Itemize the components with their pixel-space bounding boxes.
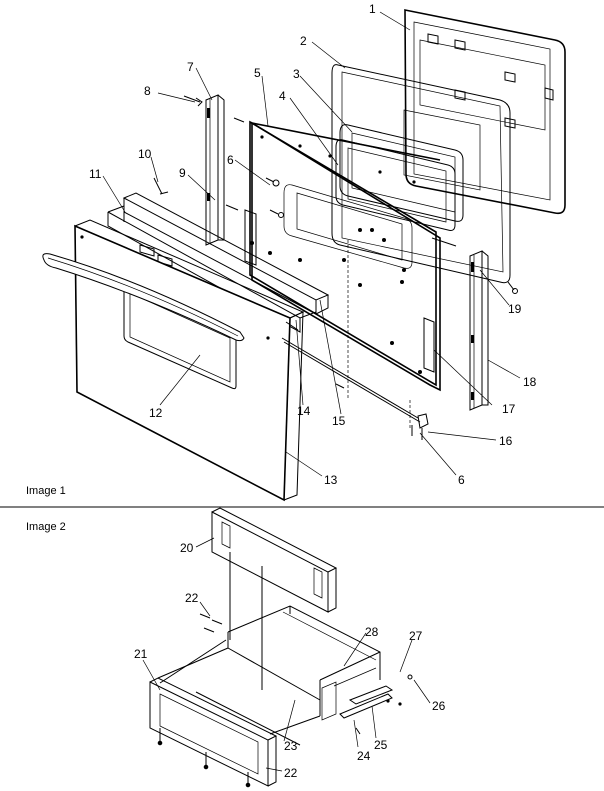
caption-image-1: Image 1: [26, 485, 66, 497]
image-1-door-assembly: 1 2 3 4 5 6 7 8 9 10 11 12 13 14 15 16 6…: [26, 2, 566, 502]
callout-7: 7: [187, 60, 194, 74]
callout-1: 1: [369, 2, 376, 16]
callout-5: 5: [254, 66, 261, 80]
callout-26: 26: [432, 699, 446, 713]
part-inner-door-liner: [403, 9, 566, 215]
callout-25: 25: [374, 738, 388, 752]
callouts-image1: 1 2 3 4 5 6 7 8 9 10 11 12 13 14 15 16 6…: [89, 2, 537, 487]
callout-16: 16: [499, 434, 513, 448]
callout-10: 10: [138, 147, 152, 161]
part-drawer-front: [149, 677, 278, 788]
callout-9: 9: [179, 166, 186, 180]
part-bottom-rod: [281, 337, 429, 429]
leader-lines-image2: [142, 537, 431, 772]
callout-17: 17: [502, 402, 516, 416]
callout-11: 11: [89, 167, 102, 181]
part-door-inner-panel: [244, 120, 441, 392]
callout-12: 12: [149, 406, 163, 420]
callout-22-bottom: 22: [284, 766, 298, 780]
callout-23: 23: [284, 739, 298, 753]
part-drawer-back-panel: [211, 507, 338, 613]
part-window-glass: [339, 124, 464, 222]
callout-24: 24: [357, 749, 371, 763]
callout-15: 15: [332, 414, 346, 428]
callout-2: 2: [300, 34, 307, 48]
part-door-gasket: [331, 64, 511, 284]
part-drawer-body: [157, 552, 381, 746]
screws-image2: [199, 613, 413, 735]
caption-image-2: Image 2: [26, 521, 66, 533]
callout-18: 18: [523, 375, 537, 389]
callout-19: 19: [508, 302, 522, 316]
callout-27: 27: [409, 629, 423, 643]
callout-8: 8: [144, 84, 151, 98]
image-2-drawer-assembly: 20 22 21 22 23 24 25 26 27 28 Image 2: [26, 507, 446, 788]
callouts-image2: 20 22 21 22 23 24 25 26 27 28: [134, 541, 446, 780]
part-right-hinge-channel: [469, 250, 489, 411]
callout-21: 21: [134, 647, 148, 661]
callout-3: 3: [293, 67, 300, 81]
screws-image1: [153, 95, 518, 440]
part-drawer-slide: [339, 685, 402, 719]
callout-4: 4: [279, 89, 286, 103]
callout-14: 14: [297, 404, 311, 418]
callout-22-top: 22: [185, 591, 199, 605]
callout-6-top: 6: [227, 153, 234, 167]
callout-6-bottom: 6: [458, 473, 465, 487]
part-left-hinge-channel: [205, 94, 225, 246]
part-door-handle: [42, 253, 245, 342]
leader-lines-image1: [102, 11, 521, 477]
callout-13: 13: [324, 473, 338, 487]
part-outer-door-panel: [74, 219, 305, 502]
callout-20: 20: [180, 541, 194, 555]
callout-28: 28: [365, 625, 379, 639]
